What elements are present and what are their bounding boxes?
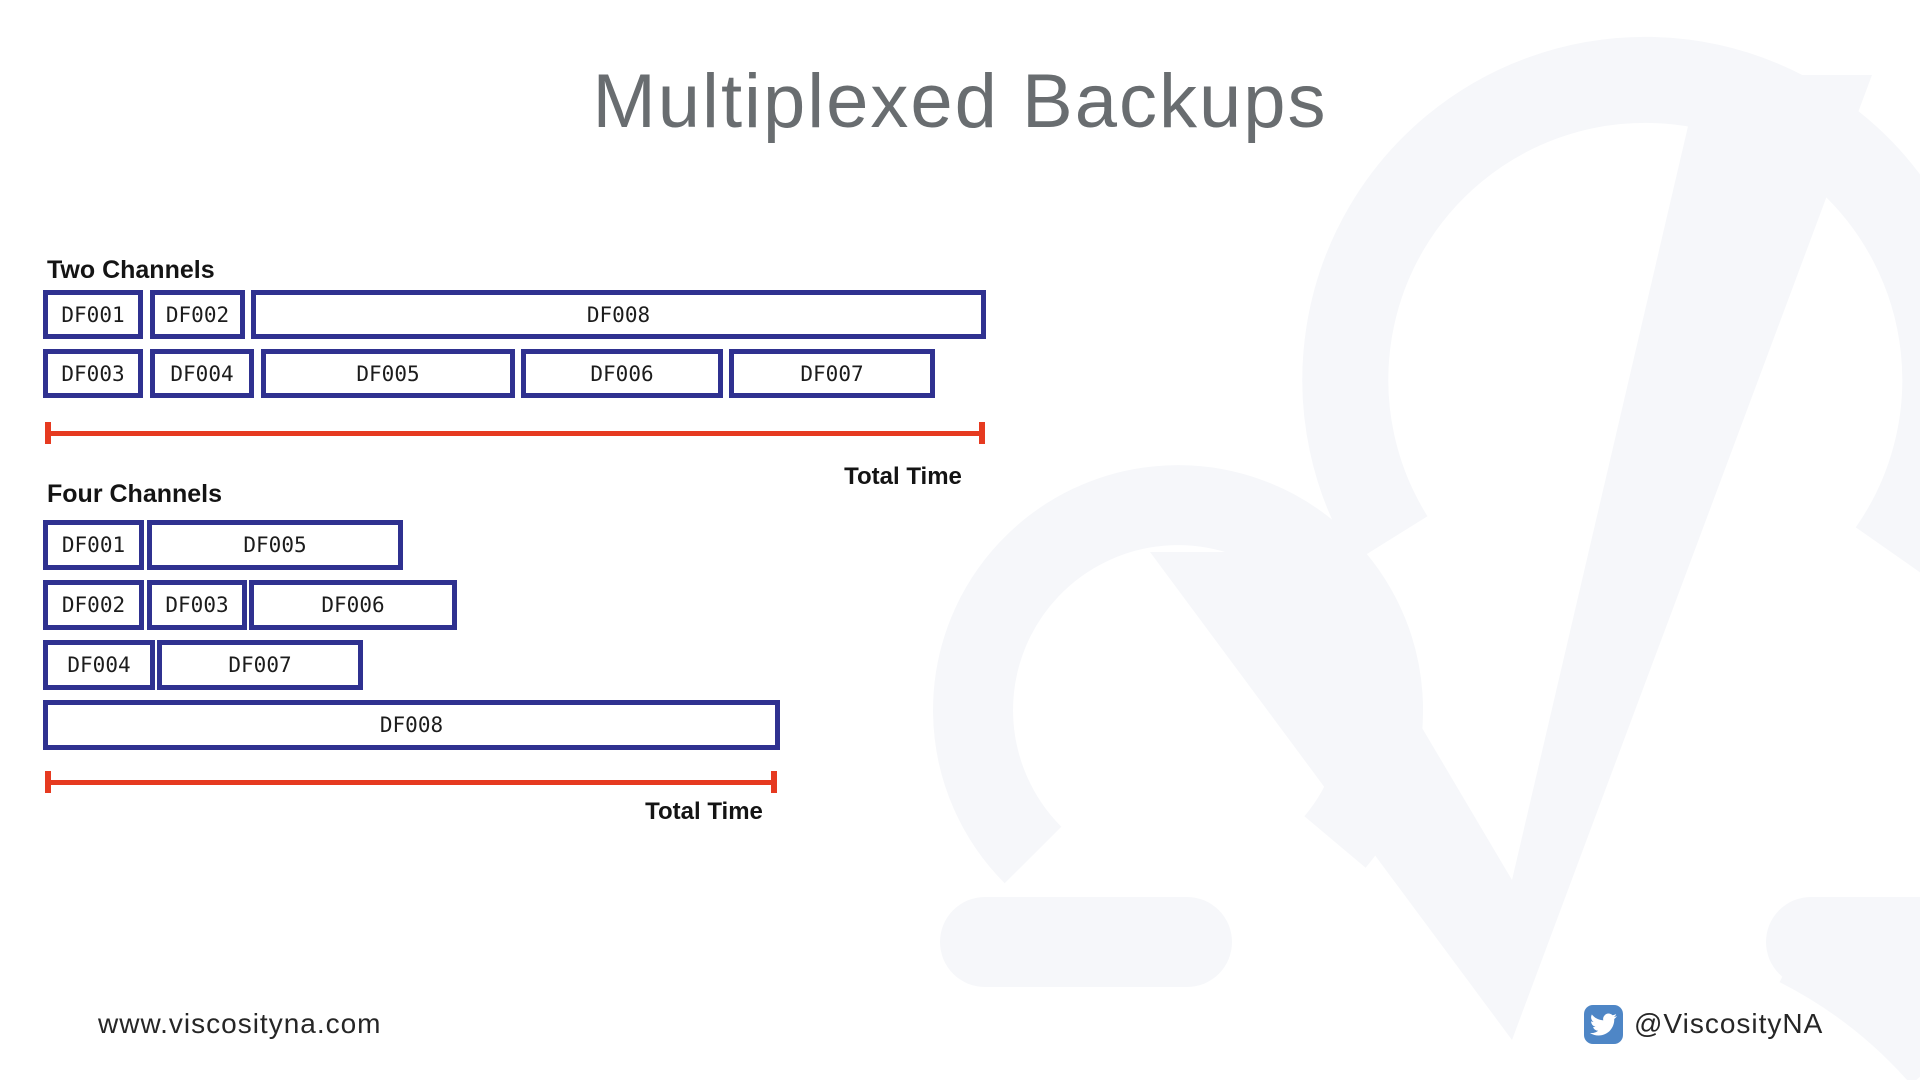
timeline-right-cap — [979, 422, 985, 444]
datafile-box-df006-two-channels: DF006 — [521, 349, 723, 398]
datafile-box-df005-four-channels: DF005 — [147, 520, 403, 570]
total-time-label-two-channels: Total Time — [844, 463, 962, 490]
section-label-two-channels: Two Channels — [47, 256, 215, 284]
datafile-box-df007-four-channels: DF007 — [157, 640, 363, 690]
twitter-bird-icon — [1584, 1005, 1623, 1044]
datafile-box-df001-four-channels: DF001 — [43, 520, 144, 570]
timeline-right-cap — [771, 771, 777, 793]
timeline-line — [45, 779, 777, 785]
timeline-left-cap — [45, 422, 51, 444]
slide-title: Multiplexed Backups — [592, 59, 1328, 144]
datafile-box-df008-two-channels: DF008 — [251, 290, 986, 339]
datafile-box-df003-four-channels: DF003 — [147, 580, 247, 630]
datafile-box-df007-two-channels: DF007 — [729, 349, 935, 398]
total-time-bracket-two-channels — [45, 422, 985, 444]
datafile-box-df002-two-channels: DF002 — [150, 290, 245, 339]
website-url: www.viscosityna.com — [98, 1008, 382, 1039]
datafile-box-df001-two-channels: DF001 — [43, 290, 143, 339]
twitter-handle: @ViscosityNA — [1634, 1008, 1824, 1039]
total-time-label-four-channels: Total Time — [645, 798, 763, 825]
datafile-box-df004-two-channels: DF004 — [150, 349, 254, 398]
datafile-box-df004-four-channels: DF004 — [43, 640, 155, 690]
datafile-box-df006-four-channels: DF006 — [249, 580, 457, 630]
total-time-bracket-four-channels — [45, 771, 777, 793]
datafile-box-df002-four-channels: DF002 — [43, 580, 144, 630]
timeline-line — [45, 430, 985, 436]
datafile-box-df003-two-channels: DF003 — [43, 349, 143, 398]
section-label-four-channels: Four Channels — [47, 480, 223, 508]
timeline-left-cap — [45, 771, 51, 793]
datafile-box-df005-two-channels: DF005 — [261, 349, 515, 398]
datafile-box-df008-four-channels: DF008 — [43, 700, 780, 750]
